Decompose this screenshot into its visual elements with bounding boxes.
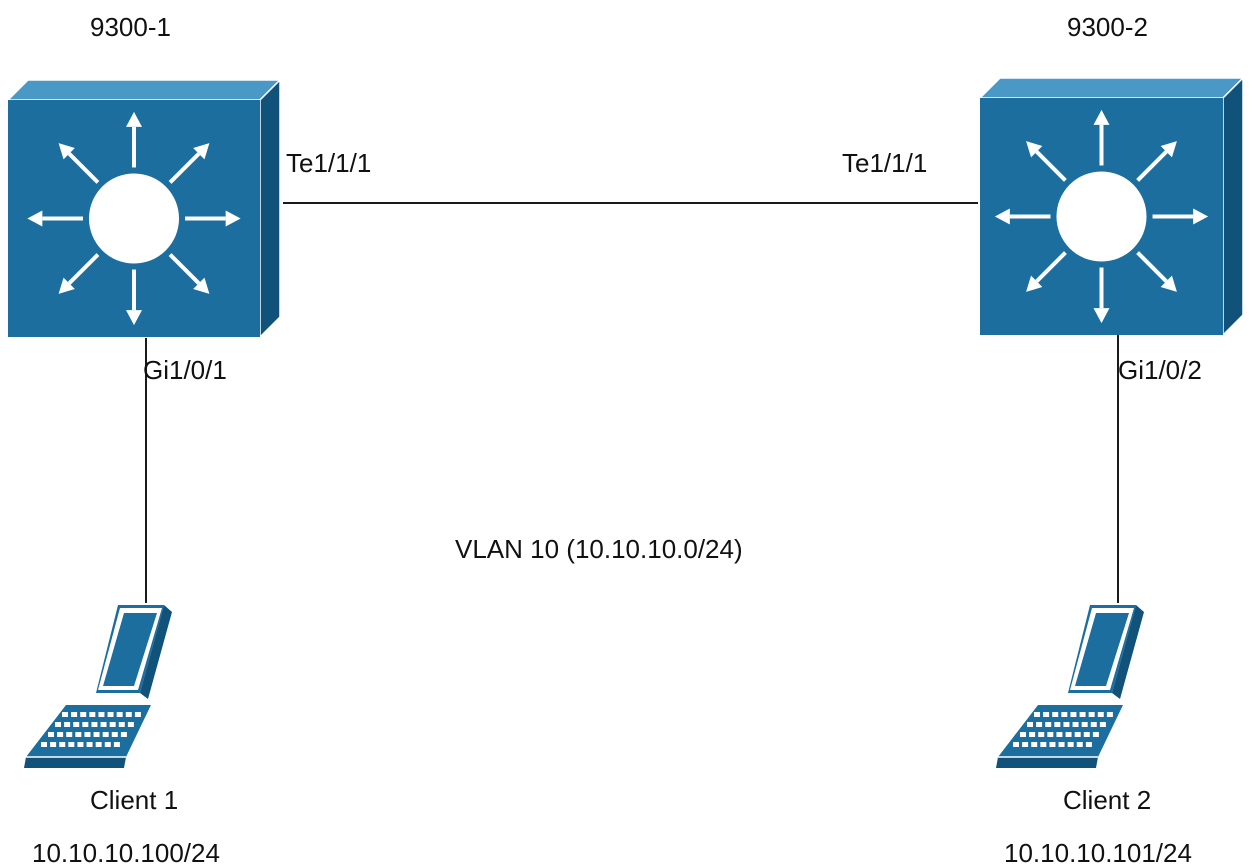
- client-1-name: Client 1: [90, 785, 179, 815]
- client-1-laptop-icon: [24, 605, 172, 768]
- switch-1-access-port-label: Gi1/0/1: [143, 355, 227, 385]
- switch-2-name: 9300-2: [1067, 12, 1148, 42]
- vlan-label: VLAN 10 (10.10.10.0/24): [455, 534, 743, 564]
- client-2-laptop-icon: [996, 605, 1144, 768]
- switch-2-access-port-label: Gi1/0/2: [1118, 355, 1202, 385]
- client-1-ip: 10.10.10.100/24: [32, 838, 220, 868]
- client-2-ip: 10.10.10.101/24: [1004, 838, 1192, 868]
- switch-1-uplink-port-label: Te1/1/1: [286, 148, 372, 178]
- switch-2-uplink-port-label: Te1/1/1: [842, 148, 928, 178]
- switch-1-name: 9300-1: [90, 12, 171, 42]
- switch-1-icon: [6, 78, 282, 339]
- switch-2-icon: [978, 76, 1245, 337]
- client-2-name: Client 2: [1063, 785, 1152, 815]
